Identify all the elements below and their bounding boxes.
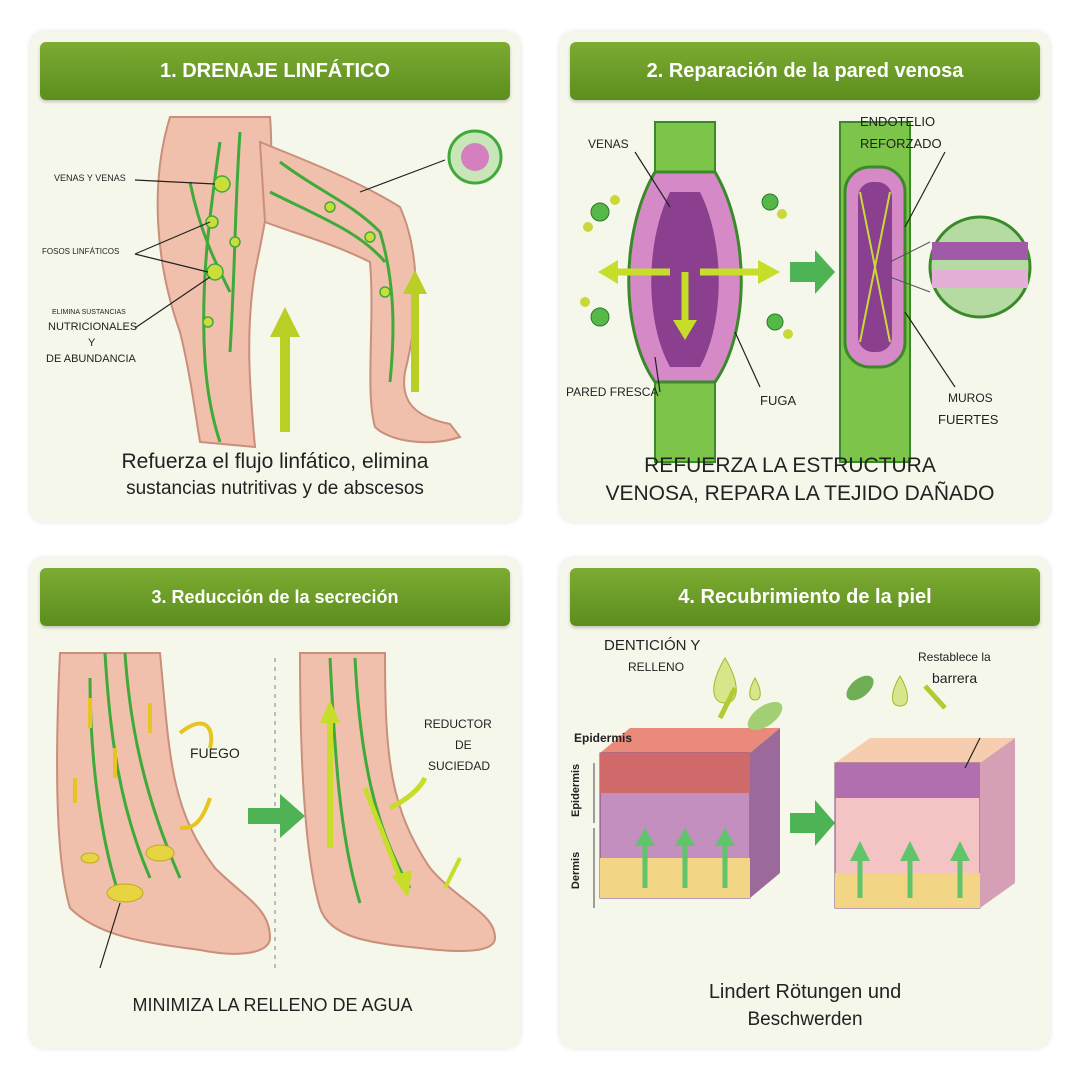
label-epidermis-top: Epidermis — [574, 731, 633, 745]
panel-vein-wall-repair: 2. Reparación de la pared venosa — [560, 32, 1050, 522]
label-epidermis-side: Epidermis — [570, 763, 583, 818]
label-de: DE — [455, 738, 472, 752]
label-venas-y-venas: VENAS Y VENAS — [54, 173, 126, 183]
panel-4-title: 4. Recubrimiento de la piel — [570, 568, 1040, 626]
label-fosos-linfaticos: FOSOS LINFÁTICOS — [42, 247, 120, 256]
panel-2-caption-line-1: REFUERZA LA ESTRUCTURA — [644, 454, 936, 477]
label-relleno: RELLENO — [628, 660, 685, 674]
panel-2-title: 2. Reparación de la pared venosa — [570, 42, 1040, 100]
label-pared-fresca: PARED FRESCA — [566, 385, 659, 399]
panel-3-caption: MINIMIZA LA RELLENO DE AGUA — [132, 995, 413, 1015]
label-y: Y — [88, 337, 96, 349]
panel-1-caption-line-2: sustancias nutritivas y de abscesos — [126, 478, 424, 499]
panel-3-title: 3. Reducción de la secreción — [40, 568, 510, 626]
panel-secretion-reduction: 3. Reducción de la secreción FUEGO REDUC… — [30, 558, 520, 1048]
panel-lymphatic-drainage: 1. DRENAJE LINFÁTICO — [30, 32, 520, 522]
label-elimina-sustancias: ELIMINA SUSTANCIAS — [52, 309, 126, 316]
leg-lymph-illustration — [134, 116, 503, 449]
panel-1-title: 1. DRENAJE LINFÁTICO — [40, 42, 510, 100]
panel-1-caption-line-1: Refuerza el flujo linfático, elimina — [121, 450, 429, 473]
label-reductor: REDUCTOR — [424, 717, 492, 731]
label-muros: MUROS — [948, 391, 993, 405]
label-fuga: FUGA — [760, 393, 797, 408]
label-nutricionales: NUTRICIONALES — [48, 321, 138, 333]
label-restablece: Restablece la — [918, 650, 991, 664]
label-denticion: DENTICIÓN Y — [604, 637, 701, 654]
label-fuego: FUEGO — [190, 745, 240, 761]
panel-2-caption-line-2: VENOSA, REPARA LA TEJIDO DAÑADO — [605, 482, 995, 505]
panel-4-caption-line-2: Beschwerden — [747, 1009, 863, 1030]
panel-4-caption-line-1: Lindert Rötungen und — [708, 981, 902, 1003]
vein-repair-illustration — [580, 121, 1032, 463]
foot-swelling-illustration — [56, 652, 497, 969]
label-suciedad: SUCIEDAD — [428, 759, 491, 773]
label-fuertes: FUERTES — [938, 412, 999, 427]
label-barrera: barrera — [932, 670, 978, 686]
label-dermis-side: Dermis — [570, 851, 583, 890]
label-de-abundancia: DE ABUNDANCIA — [46, 353, 136, 365]
label-endotelio: ENDOTELIO — [860, 114, 936, 129]
skin-block-illustration — [593, 657, 1015, 909]
label-venas: VENAS — [588, 137, 629, 151]
label-reforzado: REFORZADO — [860, 136, 942, 151]
panel-skin-coating: 4. Recubrimiento de la piel — [560, 558, 1050, 1048]
